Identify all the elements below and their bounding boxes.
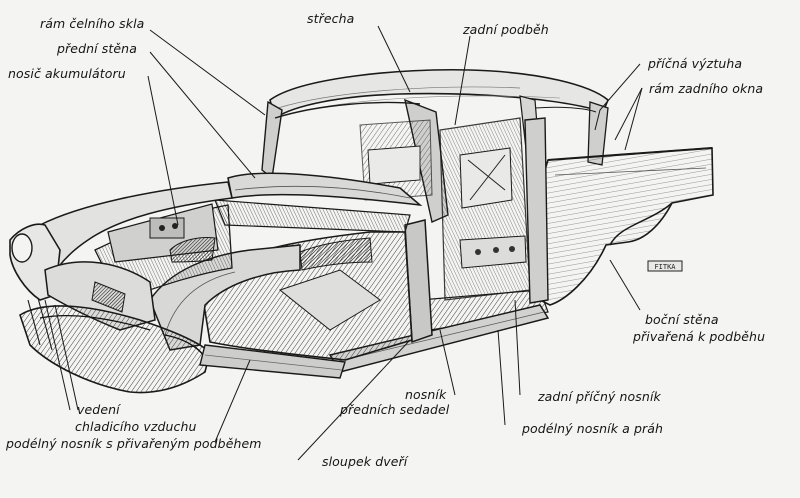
label-front-wall: přední stěna	[57, 41, 137, 56]
label-battery-carrier: nosič akumulátoru	[8, 66, 126, 81]
signature-text: FITKA	[654, 263, 676, 271]
label-seat-member-2: předních sedadel	[340, 402, 450, 417]
label-longitudinal-member: podélný nosník s přivařeným podběhem	[6, 436, 262, 451]
label-roof: střecha	[307, 11, 355, 26]
front-nose	[9, 223, 156, 331]
label-seat-member-1: nosník	[405, 387, 447, 402]
door-pillar	[404, 117, 549, 344]
front-inner-structure	[199, 231, 413, 361]
cowl-panel	[214, 172, 423, 233]
label-longitudinal-sill: podélný nosník a práh	[522, 421, 664, 436]
roof	[269, 68, 609, 120]
battery-tray	[149, 217, 185, 239]
label-side-panel-2: přivařená k podběhu	[633, 329, 766, 344]
label-air-duct-1: vedení	[77, 402, 120, 417]
longitudinal-member	[199, 344, 346, 379]
label-side-panel-1: boční stěna	[645, 312, 719, 327]
label-rear-wheelhouse: zadní podběh	[463, 22, 549, 37]
signature-box	[647, 260, 683, 272]
label-windshield-frame: rám čelního skla	[40, 16, 145, 31]
label-cross-brace: příčná výztuha	[648, 56, 743, 71]
label-rear-window-frame: rám zadního okna	[649, 81, 764, 96]
label-air-duct-2: chladicího vzduchu	[75, 419, 197, 434]
rear-quarter-panel	[539, 147, 714, 306]
leader-lines	[44, 25, 643, 461]
label-door-pillar: sloupek dveří	[322, 454, 408, 469]
label-rear-crossmember: zadní příčný nosník	[538, 389, 661, 404]
